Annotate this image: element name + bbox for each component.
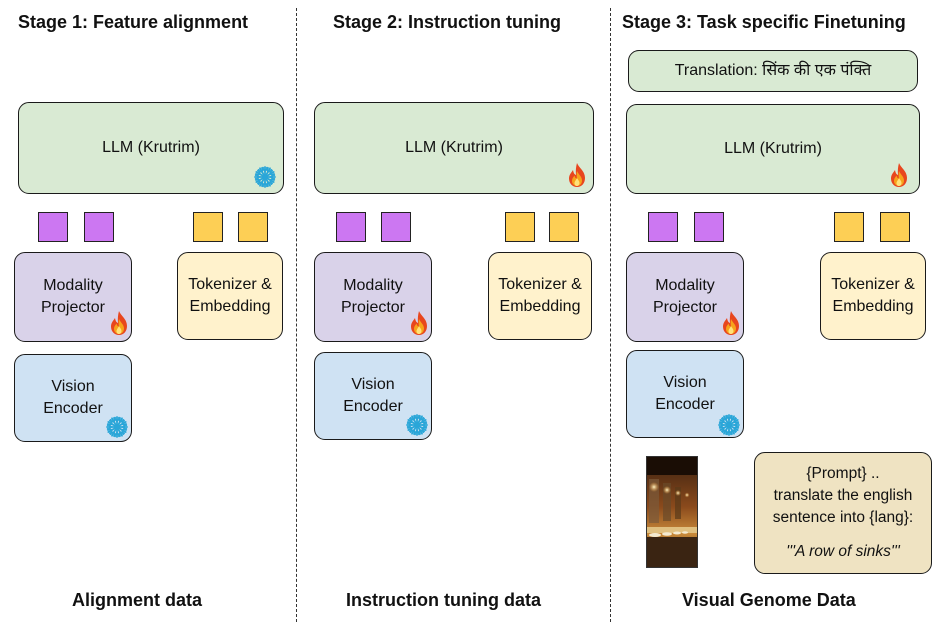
prompt-line-3: sentence into {lang}:	[772, 509, 914, 526]
fire-icon	[720, 310, 742, 336]
stage-2-vision-label-2: Encoder	[343, 398, 403, 415]
stage-3-projector-label-1: Modality	[655, 277, 715, 294]
stage-3-image-token	[694, 212, 724, 242]
prompt-line-1: {Prompt} ..	[806, 465, 880, 482]
fire-icon	[888, 162, 910, 188]
prompt-line-4: '''A row of sinks'''	[786, 543, 900, 560]
prompt-line-2: translate the english	[773, 487, 913, 504]
stage-2-vision-label-1: Vision	[351, 376, 395, 393]
snowflake-icon	[406, 414, 428, 440]
stage-2-llm-label: LLM (Krutrim)	[405, 139, 503, 156]
stage-3-text-token	[880, 212, 910, 242]
stage-1-projector-label-1: Modality	[43, 277, 103, 294]
stage-3-tokenizer-label-1: Tokenizer &	[831, 276, 915, 293]
stage-1-text-token	[193, 212, 223, 242]
stage-3-prompt-box: {Prompt} .. translate the english senten…	[754, 452, 932, 574]
stage-1-image-token	[38, 212, 68, 242]
stage-1-tokenizer-embedding: Tokenizer & Embedding	[177, 252, 283, 340]
snowflake-icon	[106, 416, 128, 442]
stage-3-tokenizer-embedding: Tokenizer & Embedding	[820, 252, 926, 340]
stage-2-projector-label-1: Modality	[343, 277, 403, 294]
fire-icon	[566, 162, 588, 188]
stage-3-vision-label-2: Encoder	[655, 396, 715, 413]
stage-divider-1	[296, 8, 297, 622]
stage-1-footer: Alignment data	[72, 590, 203, 610]
stage-3-image-token	[648, 212, 678, 242]
example-image-row-of-sinks	[646, 456, 698, 568]
stage-3-projector-label-2: Projector	[652, 299, 718, 316]
fire-icon	[108, 310, 130, 336]
stage-1-text-token	[238, 212, 268, 242]
stage-1-title: Stage 1: Feature alignment	[18, 12, 249, 32]
stage-1-tokenizer-label-2: Embedding	[189, 298, 271, 315]
stage-3-vision-label-1: Vision	[663, 374, 707, 391]
stage-2-tokenizer-label-1: Tokenizer &	[498, 276, 582, 293]
stage-3-translation-output: Translation: सिंक की एक पंक्ति	[628, 50, 918, 92]
stage-2-tokenizer-embedding: Tokenizer & Embedding	[488, 252, 592, 340]
stage-3-tokenizer-label-2: Embedding	[832, 298, 914, 315]
stage-3-title: Stage 3: Task specific Finetuning	[622, 12, 906, 32]
stage-3-llm-label: LLM (Krutrim)	[724, 140, 822, 157]
stage-2-text-token	[505, 212, 535, 242]
snowflake-icon	[718, 414, 740, 440]
stage-2-image-token	[381, 212, 411, 242]
stage-3-footer: Visual Genome Data	[682, 590, 856, 610]
stage-3-llm-box: LLM (Krutrim)	[626, 104, 920, 194]
stage-2-text-token	[549, 212, 579, 242]
stage-2-tokenizer-label-2: Embedding	[499, 298, 581, 315]
snowflake-icon	[254, 166, 276, 192]
stage-1-llm-label: LLM (Krutrim)	[102, 139, 200, 156]
stage-divider-2	[610, 8, 611, 622]
stage-2-footer: Instruction tuning data	[346, 590, 541, 610]
stage-1-projector-label-2: Projector	[40, 299, 106, 316]
stage-1-vision-label-1: Vision	[51, 378, 95, 395]
stage-2-llm-box: LLM (Krutrim)	[314, 102, 594, 194]
stage-3-translation-label: Translation: सिंक की एक पंक्ति	[674, 62, 872, 79]
stage-1-tokenizer-label-1: Tokenizer &	[188, 276, 272, 293]
stage-1-vision-label-2: Encoder	[43, 400, 103, 417]
stage-1-llm-box: LLM (Krutrim)	[18, 102, 284, 194]
stage-2-title: Stage 2: Instruction tuning	[333, 12, 561, 32]
stage-2-image-token	[336, 212, 366, 242]
stage-3-text-token	[834, 212, 864, 242]
fire-icon	[408, 310, 430, 336]
stage-1-image-token	[84, 212, 114, 242]
stage-2-projector-label-2: Projector	[340, 299, 406, 316]
